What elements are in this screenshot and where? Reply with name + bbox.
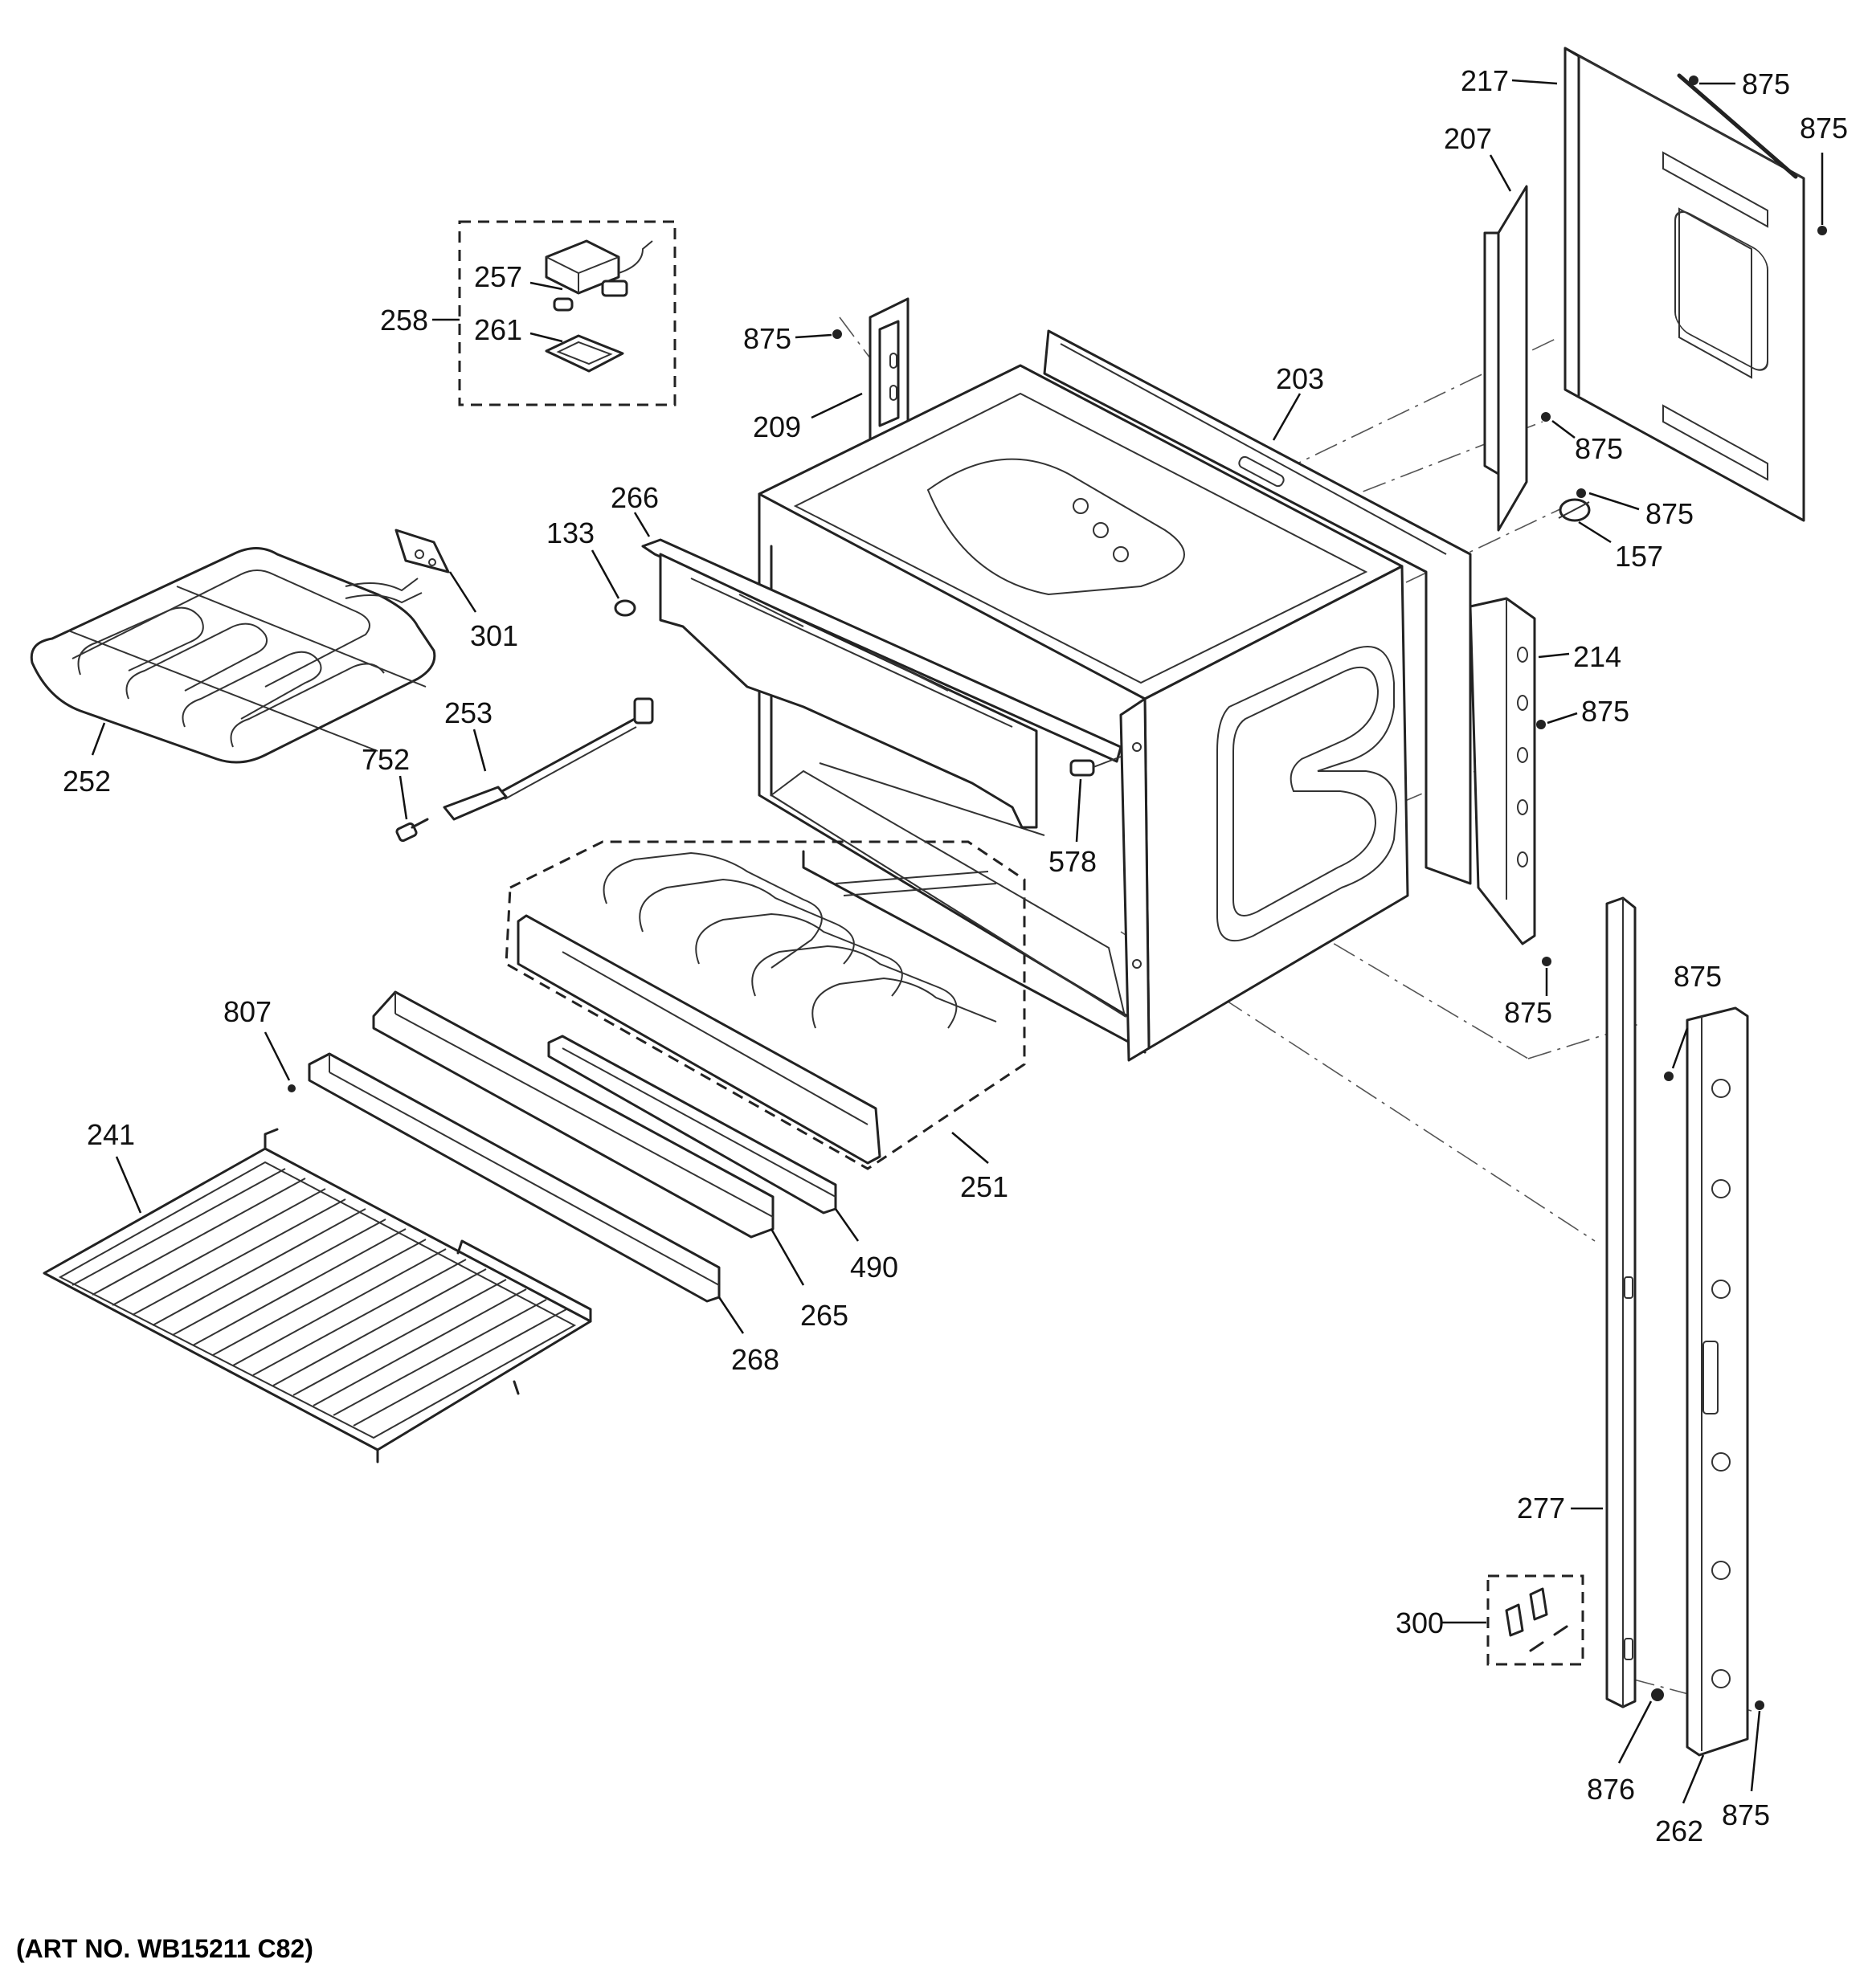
- part-257-control-module: [545, 239, 653, 312]
- callout-251: 251: [960, 1170, 1008, 1203]
- part-300-clip-kit: [1505, 1587, 1568, 1652]
- callout-277: 277: [1517, 1492, 1565, 1525]
- callout-257: 257: [474, 260, 522, 293]
- callout-203: 203: [1276, 362, 1324, 395]
- callout-578: 578: [1048, 845, 1097, 878]
- part-261-gasket: [545, 334, 624, 373]
- callout-875: 875: [1581, 695, 1629, 728]
- callout-875: 875: [1800, 112, 1848, 145]
- callout-241: 241: [87, 1118, 135, 1151]
- part-807-screw: [288, 1084, 296, 1092]
- kit-300-dashed-box: [1486, 1574, 1584, 1666]
- callout-133: 133: [546, 516, 595, 549]
- callout-875: 875: [1504, 996, 1552, 1029]
- callout-261: 261: [474, 313, 522, 346]
- callout-265: 265: [800, 1299, 848, 1332]
- callout-875: 875: [1575, 432, 1623, 465]
- part-752-screw: [395, 818, 429, 843]
- callout-266: 266: [611, 481, 659, 514]
- part-133-knob: [614, 599, 636, 617]
- callout-876: 876: [1587, 1773, 1635, 1806]
- callout-268: 268: [731, 1343, 779, 1376]
- bake-element-251-dashed-box: [505, 840, 1026, 1170]
- part-262-side-strip: [1686, 1006, 1749, 1757]
- callout-207: 207: [1444, 122, 1492, 155]
- callout-253: 253: [444, 696, 493, 729]
- part-203-oven-body: [758, 329, 1472, 1062]
- part-265-rail: [372, 990, 775, 1239]
- part-277-side-strip: [1605, 896, 1637, 1708]
- callout-labels: 217 875 875 207 257 258 261 875 203 209 …: [63, 64, 1848, 1847]
- part-209-bracket: [869, 297, 909, 451]
- part-252-broil-element: [30, 547, 436, 764]
- part-157-thermostat: [1558, 498, 1591, 522]
- callout-752: 752: [362, 743, 410, 776]
- leader-lines: [91, 79, 1824, 1804]
- callout-875: 875: [1742, 67, 1790, 100]
- callout-807: 807: [223, 995, 272, 1028]
- screws: [832, 76, 1827, 1710]
- callout-875: 875: [1722, 1798, 1770, 1831]
- callout-262: 262: [1655, 1815, 1703, 1847]
- callout-214: 214: [1573, 640, 1621, 673]
- part-578-sensor: [1069, 756, 1122, 777]
- kit-258-dashed-box: [458, 220, 676, 406]
- callout-875: 875: [1674, 960, 1722, 993]
- callout-875: 875: [1645, 497, 1694, 530]
- part-241-oven-rack: [43, 1128, 592, 1463]
- part-253-temperature-sensor: [443, 697, 654, 821]
- callout-217: 217: [1461, 64, 1509, 97]
- callout-209: 209: [753, 410, 801, 443]
- callout-258: 258: [380, 304, 428, 337]
- callout-875: 875: [743, 322, 791, 355]
- callout-157: 157: [1615, 540, 1663, 573]
- callout-300: 300: [1396, 1606, 1444, 1639]
- callout-301: 301: [470, 619, 518, 652]
- part-207-side-strip: [1483, 185, 1528, 532]
- callout-490: 490: [850, 1251, 898, 1284]
- art-number: (ART NO. WB15211 C82): [16, 1934, 313, 1963]
- part-214-side-trim: [1469, 597, 1536, 945]
- part-251-bake-element: [517, 851, 997, 1165]
- part-301-terminal-block: [394, 529, 450, 574]
- callout-252: 252: [63, 765, 111, 798]
- part-217-rear-panel: [1563, 47, 1805, 522]
- part-266-front-trim: [641, 538, 1122, 829]
